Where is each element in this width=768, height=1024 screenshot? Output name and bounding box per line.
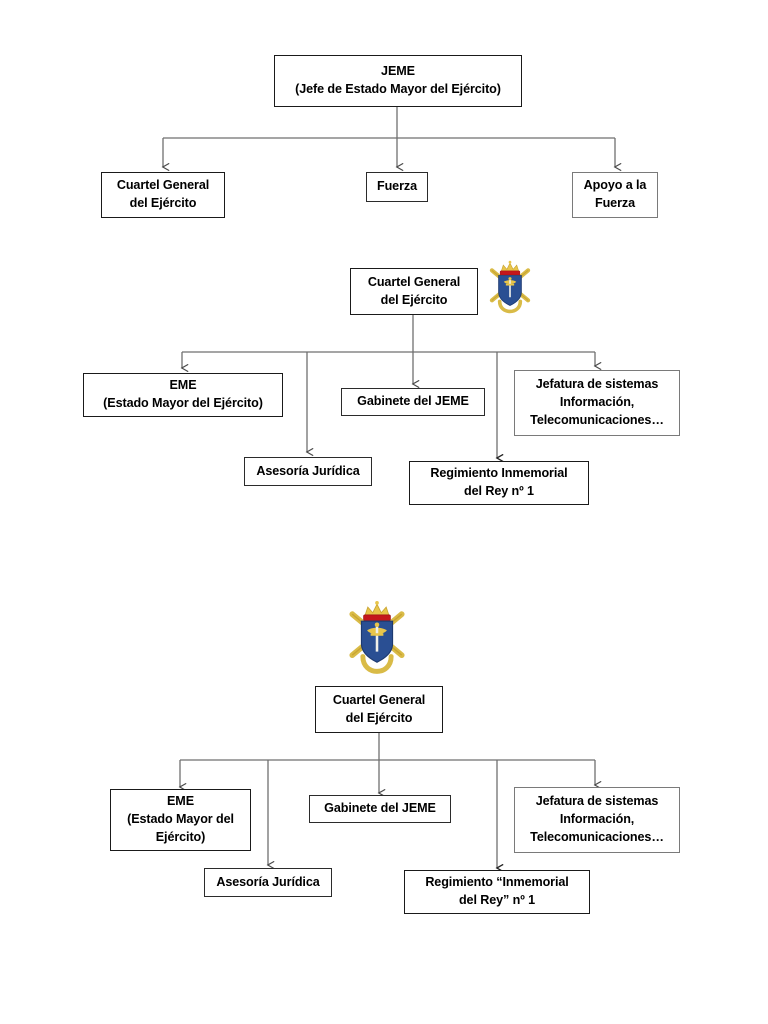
node-line: Gabinete del JEME — [357, 394, 469, 409]
chart2-node-eme[interactable]: EME (Estado Mayor del Ejército) — [83, 373, 283, 417]
node-line: Telecomunicaciones… — [530, 829, 664, 844]
chart3-node-eme[interactable]: EME (Estado Mayor del Ejército) — [110, 789, 251, 851]
node-line: Jefatura de sistemas — [535, 794, 659, 809]
node-line: EME — [169, 378, 197, 393]
chart2-node-gabinete-del-jeme[interactable]: Gabinete del JEME — [341, 388, 485, 416]
escudo-ejercito-icon-large — [341, 600, 413, 682]
chart3-node-gabinete-del-jeme[interactable]: Gabinete del JEME — [309, 795, 451, 823]
node-line: Cuartel General — [332, 692, 426, 707]
node-line: (Estado Mayor del — [127, 812, 234, 827]
node-line: Cuartel General — [116, 178, 210, 193]
node-line: Asesoría Jurídica — [256, 463, 360, 478]
chart1-node-apoyo-a-la-fuerza[interactable]: Apoyo a la Fuerza — [572, 172, 658, 218]
chart1-wires — [161, 107, 622, 172]
node-line: Regimiento “Inmemorial — [425, 875, 569, 890]
node-line: Regimiento Inmemorial — [430, 466, 568, 481]
chart3-root-cuartel-general[interactable]: Cuartel General del Ejército — [315, 686, 443, 733]
node-line: Fuerza — [377, 179, 417, 194]
chart2-root-cuartel-general[interactable]: Cuartel General del Ejército — [350, 268, 478, 315]
node-line: (Jefe de Estado Mayor del Ejército) — [295, 82, 501, 96]
node-line: Ejército) — [155, 829, 206, 844]
escudo-ejercito-icon — [484, 260, 536, 320]
node-line: EME — [167, 794, 194, 809]
chart2-node-regimiento-inmemorial[interactable]: Regimiento Inmemorial del Rey nº 1 — [409, 461, 589, 505]
chart1-node-fuerza[interactable]: Fuerza — [366, 172, 428, 202]
chart2-node-asesoria-juridica[interactable]: Asesoría Jurídica — [244, 457, 372, 486]
node-line: del Ejército — [129, 196, 197, 210]
chart1-node-cuartel-general[interactable]: Cuartel General del Ejército — [101, 172, 225, 218]
node-line: del Rey” nº 1 — [458, 893, 536, 907]
node-line: Apoyo a la — [583, 178, 647, 193]
node-line: del Ejército — [380, 292, 448, 307]
node-line: del Ejército — [345, 710, 413, 725]
node-line: Telecomunicaciones… — [530, 412, 664, 427]
node-line: Asesoría Jurídica — [216, 874, 320, 889]
node-line: Cuartel General — [367, 274, 461, 289]
node-line: Fuerza — [595, 196, 635, 210]
node-line: (Estado Mayor del Ejército) — [103, 396, 263, 410]
chart3-node-asesoria-juridica[interactable]: Asesoría Jurídica — [204, 868, 332, 897]
chart1-root-jeme[interactable]: JEME (Jefe de Estado Mayor del Ejército) — [274, 55, 522, 107]
node-line: JEME — [381, 64, 415, 79]
chart3-node-regimiento-inmemorial[interactable]: Regimiento “Inmemorial del Rey” nº 1 — [404, 870, 590, 914]
chart2-node-jefatura-sistemas[interactable]: Jefatura de sistemas Información, Teleco… — [514, 370, 680, 436]
node-line: Información, — [559, 395, 635, 410]
node-line: Información, — [559, 812, 635, 827]
chart3-node-jefatura-sistemas[interactable]: Jefatura de sistemas Información, Teleco… — [514, 787, 680, 853]
node-line: del Rey nº 1 — [464, 484, 534, 498]
node-line: Gabinete del JEME — [324, 801, 436, 816]
node-line: Jefatura de sistemas — [535, 377, 659, 392]
